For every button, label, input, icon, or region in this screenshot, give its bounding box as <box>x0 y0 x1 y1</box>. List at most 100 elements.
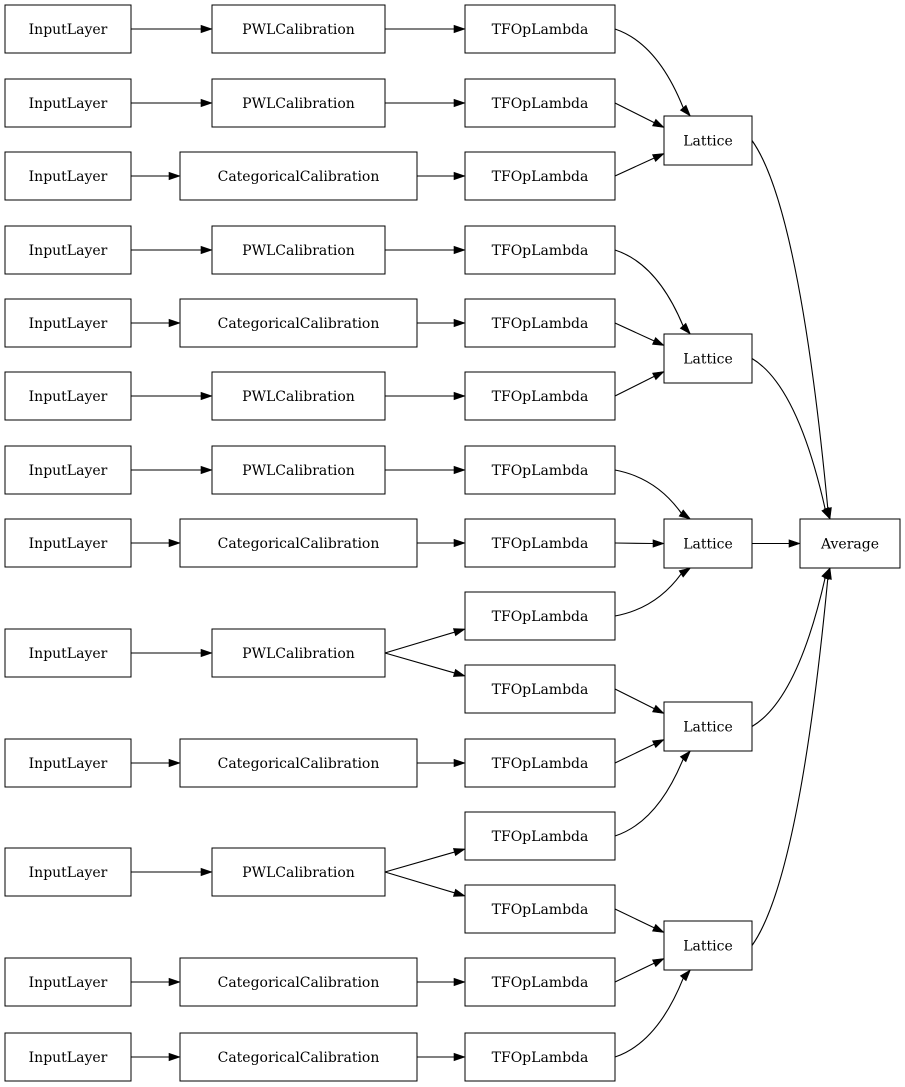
node-border <box>464 884 616 934</box>
node-tfop-lambda[interactable]: TFOpLambda <box>464 591 616 641</box>
edge-tfop-lambda-to-lattice <box>614 249 692 335</box>
node-pwlcalibration[interactable]: PWLCalibration <box>211 371 386 421</box>
arrow-head-icon <box>200 391 213 401</box>
node-border <box>4 957 132 1007</box>
node-tfop-lambda[interactable]: TFOpLambda <box>464 4 616 54</box>
node-categorical-calibration[interactable]: CategoricalCalibration <box>179 738 418 788</box>
node-border <box>464 591 616 641</box>
node-tfop-lambda[interactable]: TFOpLambda <box>464 445 616 495</box>
edge-tfop-lambda-to-lattice <box>614 688 665 714</box>
arrow-head-icon <box>453 1052 466 1062</box>
arrow-head-icon <box>453 245 466 255</box>
arrow-head-icon <box>821 507 831 520</box>
node-input-layer[interactable]: InputLayer <box>4 151 132 201</box>
arrow-head-icon <box>678 567 692 578</box>
node-border <box>464 738 616 788</box>
node-categorical-calibration[interactable]: CategoricalCalibration <box>179 298 418 348</box>
node-tfop-lambda[interactable]: TFOpLambda <box>464 371 616 421</box>
arrow-head-icon <box>651 336 665 346</box>
node-categorical-calibration[interactable]: CategoricalCalibration <box>179 1032 418 1082</box>
node-border <box>211 4 386 54</box>
edge-tfop-lambda-to-lattice <box>614 908 665 933</box>
node-border <box>464 151 616 201</box>
edge-pwlcalibration-to-tfop-lambda <box>384 848 466 873</box>
node-tfop-lambda[interactable]: TFOpLambda <box>464 811 616 861</box>
arrow-head-icon <box>168 758 181 768</box>
edge-line <box>614 688 655 710</box>
node-input-layer[interactable]: InputLayer <box>4 78 132 128</box>
node-border <box>211 371 386 421</box>
edge-pwlcalibration-to-tfop-lambda <box>385 24 466 34</box>
node-pwlcalibration[interactable]: PWLCalibration <box>211 4 386 54</box>
node-pwlcalibration[interactable]: PWLCalibration <box>211 225 386 275</box>
edge-categorical-calibration-to-tfop-lambda <box>417 977 466 987</box>
edge-categorical-calibration-to-tfop-lambda <box>417 1052 466 1062</box>
node-input-layer[interactable]: InputLayer <box>4 628 132 678</box>
arrow-head-icon <box>453 977 466 987</box>
edge-tfop-lambda-to-lattice <box>614 567 692 617</box>
edge-input-layer-to-pwlcalibration <box>131 391 213 401</box>
node-input-layer[interactable]: InputLayer <box>4 518 132 568</box>
node-border <box>179 298 418 348</box>
node-tfop-lambda[interactable]: TFOpLambda <box>464 298 616 348</box>
node-pwlcalibration[interactable]: PWLCalibration <box>211 445 386 495</box>
node-border <box>4 445 132 495</box>
edge-pwlcalibration-to-tfop-lambda <box>385 245 466 255</box>
edge-tfop-lambda-to-lattice <box>614 153 665 177</box>
edge-input-layer-to-pwlcalibration <box>131 648 213 658</box>
edge-pwlcalibration-to-tfop-lambda <box>385 98 466 108</box>
node-lattice[interactable]: Lattice <box>663 115 753 166</box>
edge-line <box>614 908 655 929</box>
node-border <box>211 445 386 495</box>
node-pwlcalibration[interactable]: PWLCalibration <box>211 628 386 678</box>
node-lattice[interactable]: Lattice <box>663 701 753 752</box>
node-input-layer[interactable]: InputLayer <box>4 738 132 788</box>
node-lattice[interactable]: Lattice <box>663 920 753 971</box>
node-lattice[interactable]: Lattice <box>663 518 753 569</box>
node-border <box>211 628 386 678</box>
node-input-layer[interactable]: InputLayer <box>4 4 132 54</box>
edge-line <box>614 322 655 342</box>
node-tfop-lambda[interactable]: TFOpLambda <box>464 78 616 128</box>
edge-line <box>614 469 682 514</box>
arrow-head-icon <box>453 98 466 108</box>
node-border <box>211 78 386 128</box>
edge-line <box>751 577 826 727</box>
node-border <box>4 738 132 788</box>
node-categorical-calibration[interactable]: CategoricalCalibration <box>179 957 418 1007</box>
node-input-layer[interactable]: InputLayer <box>4 957 132 1007</box>
node-tfop-lambda[interactable]: TFOpLambda <box>464 957 616 1007</box>
node-lattice[interactable]: Lattice <box>663 333 753 384</box>
arrow-head-icon <box>200 24 213 34</box>
edge-line <box>614 102 655 124</box>
arrow-head-icon <box>200 867 213 877</box>
arrow-head-icon <box>823 567 832 580</box>
node-average[interactable]: Average <box>799 518 901 569</box>
arrow-head-icon <box>168 171 181 181</box>
node-border <box>464 957 616 1007</box>
arrow-head-icon <box>453 24 466 34</box>
node-input-layer[interactable]: InputLayer <box>4 298 132 348</box>
node-tfop-lambda[interactable]: TFOpLambda <box>464 225 616 275</box>
node-categorical-calibration[interactable]: CategoricalCalibration <box>179 518 418 568</box>
node-pwlcalibration[interactable]: PWLCalibration <box>211 847 386 897</box>
node-input-layer[interactable]: InputLayer <box>4 847 132 897</box>
node-tfop-lambda[interactable]: TFOpLambda <box>464 738 616 788</box>
node-tfop-lambda[interactable]: TFOpLambda <box>464 518 616 568</box>
node-tfop-lambda[interactable]: TFOpLambda <box>464 884 616 934</box>
node-border <box>211 847 386 897</box>
node-input-layer[interactable]: InputLayer <box>4 371 132 421</box>
edge-line <box>384 631 455 654</box>
edge-line <box>384 871 455 894</box>
edge-tfop-lambda-to-lattice <box>614 28 692 117</box>
node-tfop-lambda[interactable]: TFOpLambda <box>464 1032 616 1082</box>
node-input-layer[interactable]: InputLayer <box>4 445 132 495</box>
node-categorical-calibration[interactable]: CategoricalCalibration <box>179 151 418 201</box>
arrow-head-icon <box>168 318 181 328</box>
node-tfop-lambda[interactable]: TFOpLambda <box>464 664 616 714</box>
edge-line <box>384 652 455 674</box>
node-input-layer[interactable]: InputLayer <box>4 225 132 275</box>
node-pwlcalibration[interactable]: PWLCalibration <box>211 78 386 128</box>
node-input-layer[interactable]: InputLayer <box>4 1032 132 1082</box>
node-tfop-lambda[interactable]: TFOpLambda <box>464 151 616 201</box>
